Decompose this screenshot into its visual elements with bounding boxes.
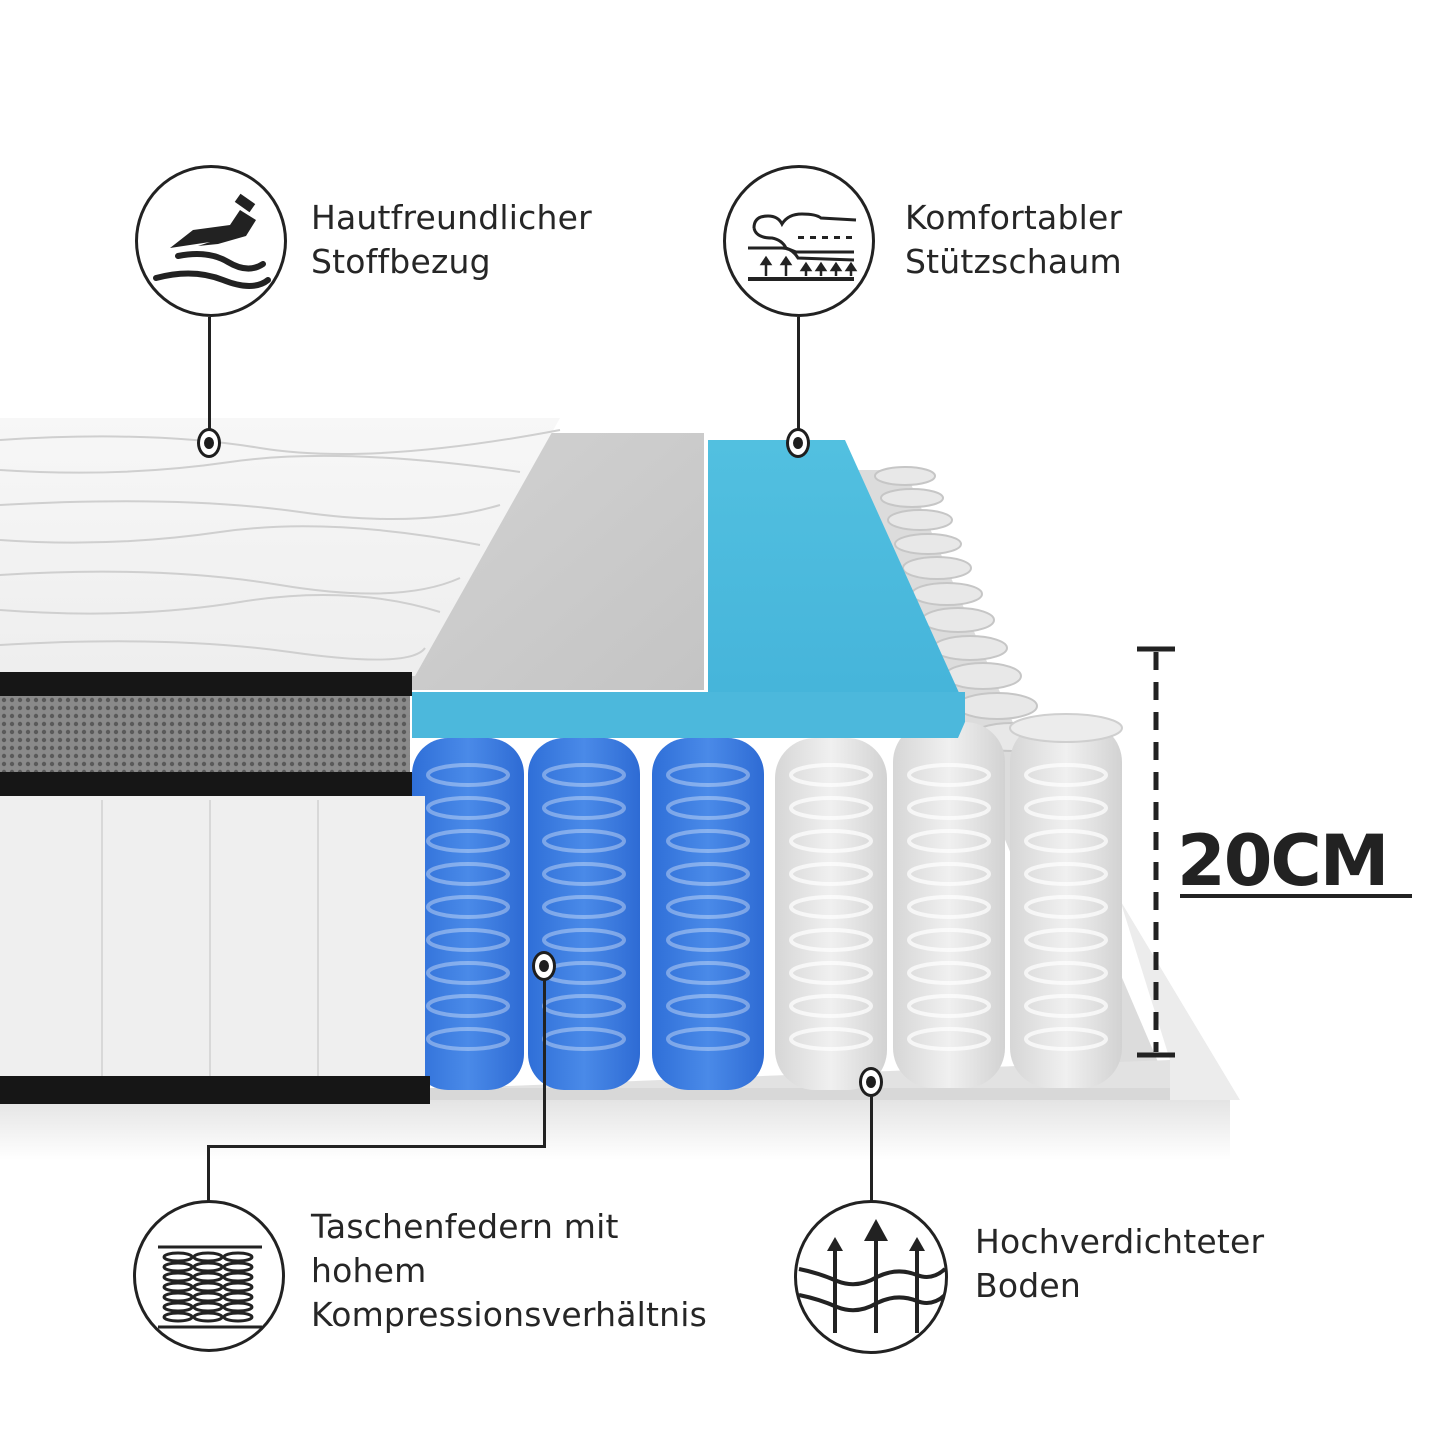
foam-layer-front	[412, 692, 965, 738]
hand-fabric-icon	[153, 193, 271, 289]
quilt-lines	[0, 429, 561, 661]
pocket-springs-icon	[158, 1245, 262, 1329]
cover-label: Hautfreundlicher Stoffbezug	[311, 198, 592, 281]
spring-coils	[426, 763, 750, 1051]
white-springs	[775, 713, 1123, 1090]
foam-layer-top	[708, 440, 965, 706]
grey-layer	[412, 433, 704, 690]
foam-label: Komfortabler Stützschaum	[905, 198, 1123, 281]
springs-icon-circle	[133, 1200, 285, 1352]
compressed-base-icon	[798, 1219, 945, 1333]
cover-marker	[197, 428, 221, 458]
height-dimension	[1137, 646, 1175, 1058]
base-marker	[859, 1067, 883, 1097]
foam-icon-circle	[723, 165, 875, 317]
springs-marker	[532, 951, 556, 981]
blue-springs	[412, 738, 764, 1090]
support-foam-icon	[748, 212, 858, 281]
height-label-underline	[1180, 894, 1412, 898]
cover-icon-circle	[135, 165, 287, 317]
black-trim-bottom	[0, 1076, 430, 1104]
cover-connector	[208, 317, 211, 429]
base-label: Hochverdichteter Boden	[975, 1222, 1265, 1305]
springs-connector-down	[543, 980, 546, 1148]
height-label: 20CM	[1177, 820, 1389, 902]
side-panel	[0, 796, 425, 1076]
black-trim-mid	[0, 772, 412, 796]
black-trim-top	[0, 672, 412, 696]
base-connector	[870, 1096, 873, 1201]
foam-marker	[786, 428, 810, 458]
base-icon-circle	[794, 1200, 948, 1354]
springs-label: Taschenfedern mit hohem Kompressionsverh…	[311, 1207, 708, 1334]
foam-connector	[797, 317, 800, 429]
springs-connector-across	[207, 1145, 546, 1148]
springs-connector-to-icon	[207, 1145, 210, 1201]
mesh-border	[0, 696, 410, 772]
